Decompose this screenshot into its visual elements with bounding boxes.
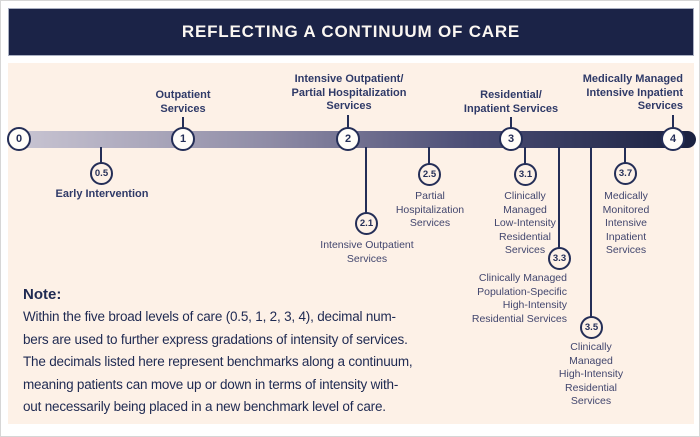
diagram-panel [8,63,694,424]
sublevel-node-2-5-value: 2.5 [422,169,437,180]
note-block: Note: Within the five broad levels of ca… [23,284,483,419]
level-node-3: 3 [499,127,523,151]
label-outpatient-services: Outpatient Services [155,89,211,115]
sublevel-node-3-5: 3.5 [580,316,603,339]
sublevel-node-2-1: 2.1 [355,212,378,235]
sublevel-node-0-5-value: 0.5 [94,168,109,179]
tick-sublevel-2-1 [365,147,367,213]
sublevel-node-2-1-value: 2.1 [359,218,374,229]
tick-sublevel-3-1 [524,147,526,164]
tick-level-4 [672,115,674,132]
sublevel-node-3-3-value: 3.3 [552,253,567,264]
label-clinically-managed-low-intensity: Clinically Managed Low-Intensity Residen… [494,190,556,256]
sublevel-node-3-3: 3.3 [548,247,571,270]
sublevel-node-3-1: 3.1 [514,163,537,186]
sublevel-node-0-5: 0.5 [90,162,113,185]
page-title: REFLECTING A CONTINUUM OF CARE [181,22,521,41]
level-node-0-value: 0 [15,133,23,145]
sublevel-node-2-5: 2.5 [418,163,441,186]
note-body: Within the five broad levels of care (0.… [23,309,413,414]
level-node-1: 1 [171,127,195,151]
tick-level-1 [182,117,184,132]
note-heading: Note: [23,286,62,303]
level-node-2-value: 2 [344,133,352,145]
label-clinically-managed-population-specific: Clinically Managed Population-Specific H… [471,272,567,325]
label-partial-hospitalization-services: Partial Hospitalization Services [395,190,465,229]
level-node-2: 2 [336,127,360,151]
label-medically-monitored-intensive-inpatient: Medically Monitored Intensive Inpatient … [602,190,650,256]
sublevel-node-3-7: 3.7 [614,162,637,185]
level-node-0: 0 [7,127,31,151]
sublevel-node-3-1-value: 3.1 [518,169,533,180]
label-early-intervention: Early Intervention [55,188,149,200]
level-node-4: 4 [661,127,685,151]
tick-sublevel-3-3 [558,147,560,248]
tick-level-3 [510,117,512,132]
label-medically-managed-intensive-inpatient: Medically Managed Intensive Inpatient Se… [582,73,683,112]
sublevel-node-3-7-value: 3.7 [618,168,633,179]
level-node-4-value: 4 [669,133,677,145]
tick-sublevel-0-5 [100,147,102,163]
tick-level-2 [347,115,349,132]
label-intensive-outpatient-services: Intensive Outpatient Services [320,239,414,265]
tick-sublevel-2-5 [428,147,430,164]
label-clinically-managed-high-intensity: Clinically Managed High-Intensity Reside… [558,341,624,407]
tick-sublevel-3-5 [590,147,592,317]
header-banner: REFLECTING A CONTINUUM OF CARE [8,8,694,56]
sublevel-node-3-5-value: 3.5 [584,322,599,333]
tick-sublevel-3-7 [624,147,626,163]
label-intensive-outpatient-partial-hospitalization: Intensive Outpatient/ Partial Hospitaliz… [291,73,407,112]
label-residential-inpatient-services: Residential/ Inpatient Services [463,89,559,115]
level-node-1-value: 1 [179,133,187,145]
level-node-3-value: 3 [507,133,515,145]
